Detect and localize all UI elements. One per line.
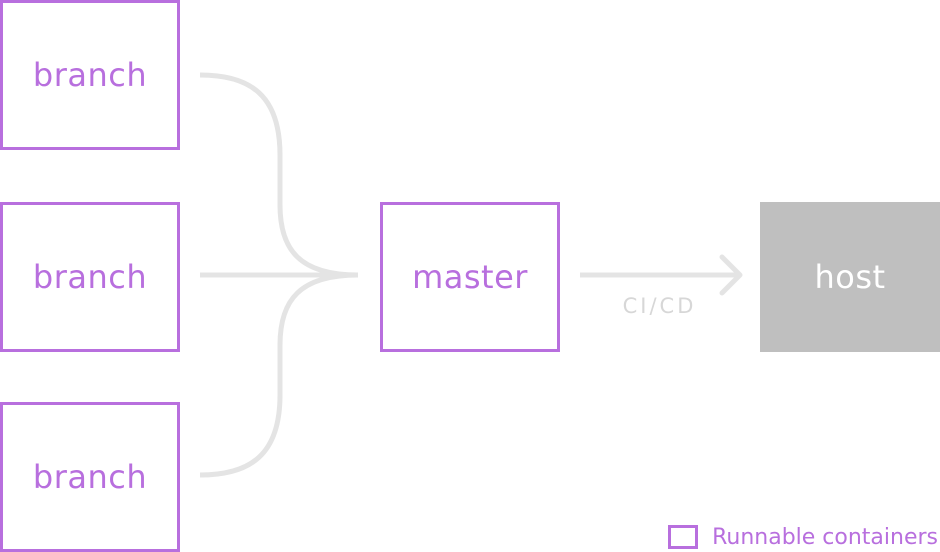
host-node-label: host: [814, 258, 886, 296]
ci-cd-edge-label: CI/CD: [622, 294, 697, 318]
legend-label: Runnable containers: [712, 524, 938, 550]
host-node: host: [760, 202, 940, 352]
branch-node-1-label: branch: [32, 56, 148, 94]
connector-branch-3-to-master: [199, 272, 359, 478]
connector-branch-1-to-master: [199, 72, 359, 278]
branch-node-1: branch: [0, 0, 180, 150]
branch-node-3: branch: [0, 402, 180, 552]
branch-node-3-label: branch: [32, 458, 148, 496]
master-node: master: [380, 202, 560, 352]
legend: Runnable containers: [668, 522, 938, 552]
arrowhead-icon: [719, 254, 743, 296]
legend-swatch-icon: [668, 525, 699, 549]
branch-node-2-label: branch: [32, 258, 148, 296]
branch-node-2: branch: [0, 202, 180, 352]
master-node-label: master: [412, 258, 528, 296]
